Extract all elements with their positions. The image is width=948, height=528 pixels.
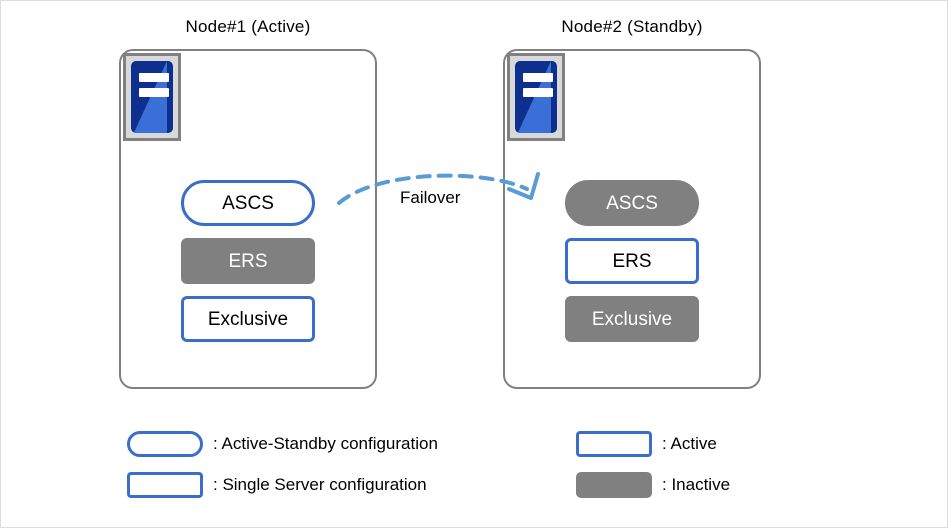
server-icon-led-top: [523, 73, 553, 82]
server-icon-led-bottom: [523, 88, 553, 97]
server-icon-body: [131, 61, 173, 133]
node2-service-exclusive-label: Exclusive: [591, 309, 673, 330]
server-icon: [123, 53, 181, 141]
node1-service-ers-label: ERS: [228, 251, 268, 272]
node1-service-exclusive-label: Exclusive: [207, 309, 289, 330]
server-icon: [507, 53, 565, 141]
server-icon-led-top: [139, 73, 169, 82]
node1-service-exclusive[interactable]: Exclusive: [181, 296, 315, 342]
node1-service-ascs-label: ASCS: [222, 193, 274, 214]
legend-swatch-single-server: [127, 472, 203, 498]
node2-service-ers-label: ERS: [612, 251, 652, 272]
legend-label-inactive: : Inactive: [662, 475, 731, 494]
legend-swatch-active: [576, 431, 652, 457]
node1-title: Node#1 (Active): [185, 17, 311, 36]
server-icon-led-bottom: [139, 88, 169, 97]
legend-swatch-active-standby: [127, 431, 203, 457]
legend-label-active-standby: : Active-Standby configuration: [213, 434, 438, 453]
legend-swatch-inactive: [576, 472, 652, 498]
node2-service-ers[interactable]: ERS: [565, 238, 699, 284]
failover-label: Failover: [400, 188, 461, 207]
node2-title: Node#2 (Standby): [561, 17, 703, 36]
legend-label-active: : Active: [662, 434, 717, 453]
node1-service-ascs[interactable]: ASCS: [181, 180, 315, 226]
node2-service-ascs[interactable]: ASCS: [565, 180, 699, 226]
node2-service-ascs-label: ASCS: [606, 193, 658, 214]
server-icon-body: [515, 61, 557, 133]
legend-label-single-server: : Single Server configuration: [213, 475, 427, 494]
node1-container: ASCS ERS Exclusive: [119, 49, 377, 389]
node2-service-exclusive[interactable]: Exclusive: [565, 296, 699, 342]
node1-service-ers[interactable]: ERS: [181, 238, 315, 284]
node2-container: ASCS ERS Exclusive: [503, 49, 761, 389]
